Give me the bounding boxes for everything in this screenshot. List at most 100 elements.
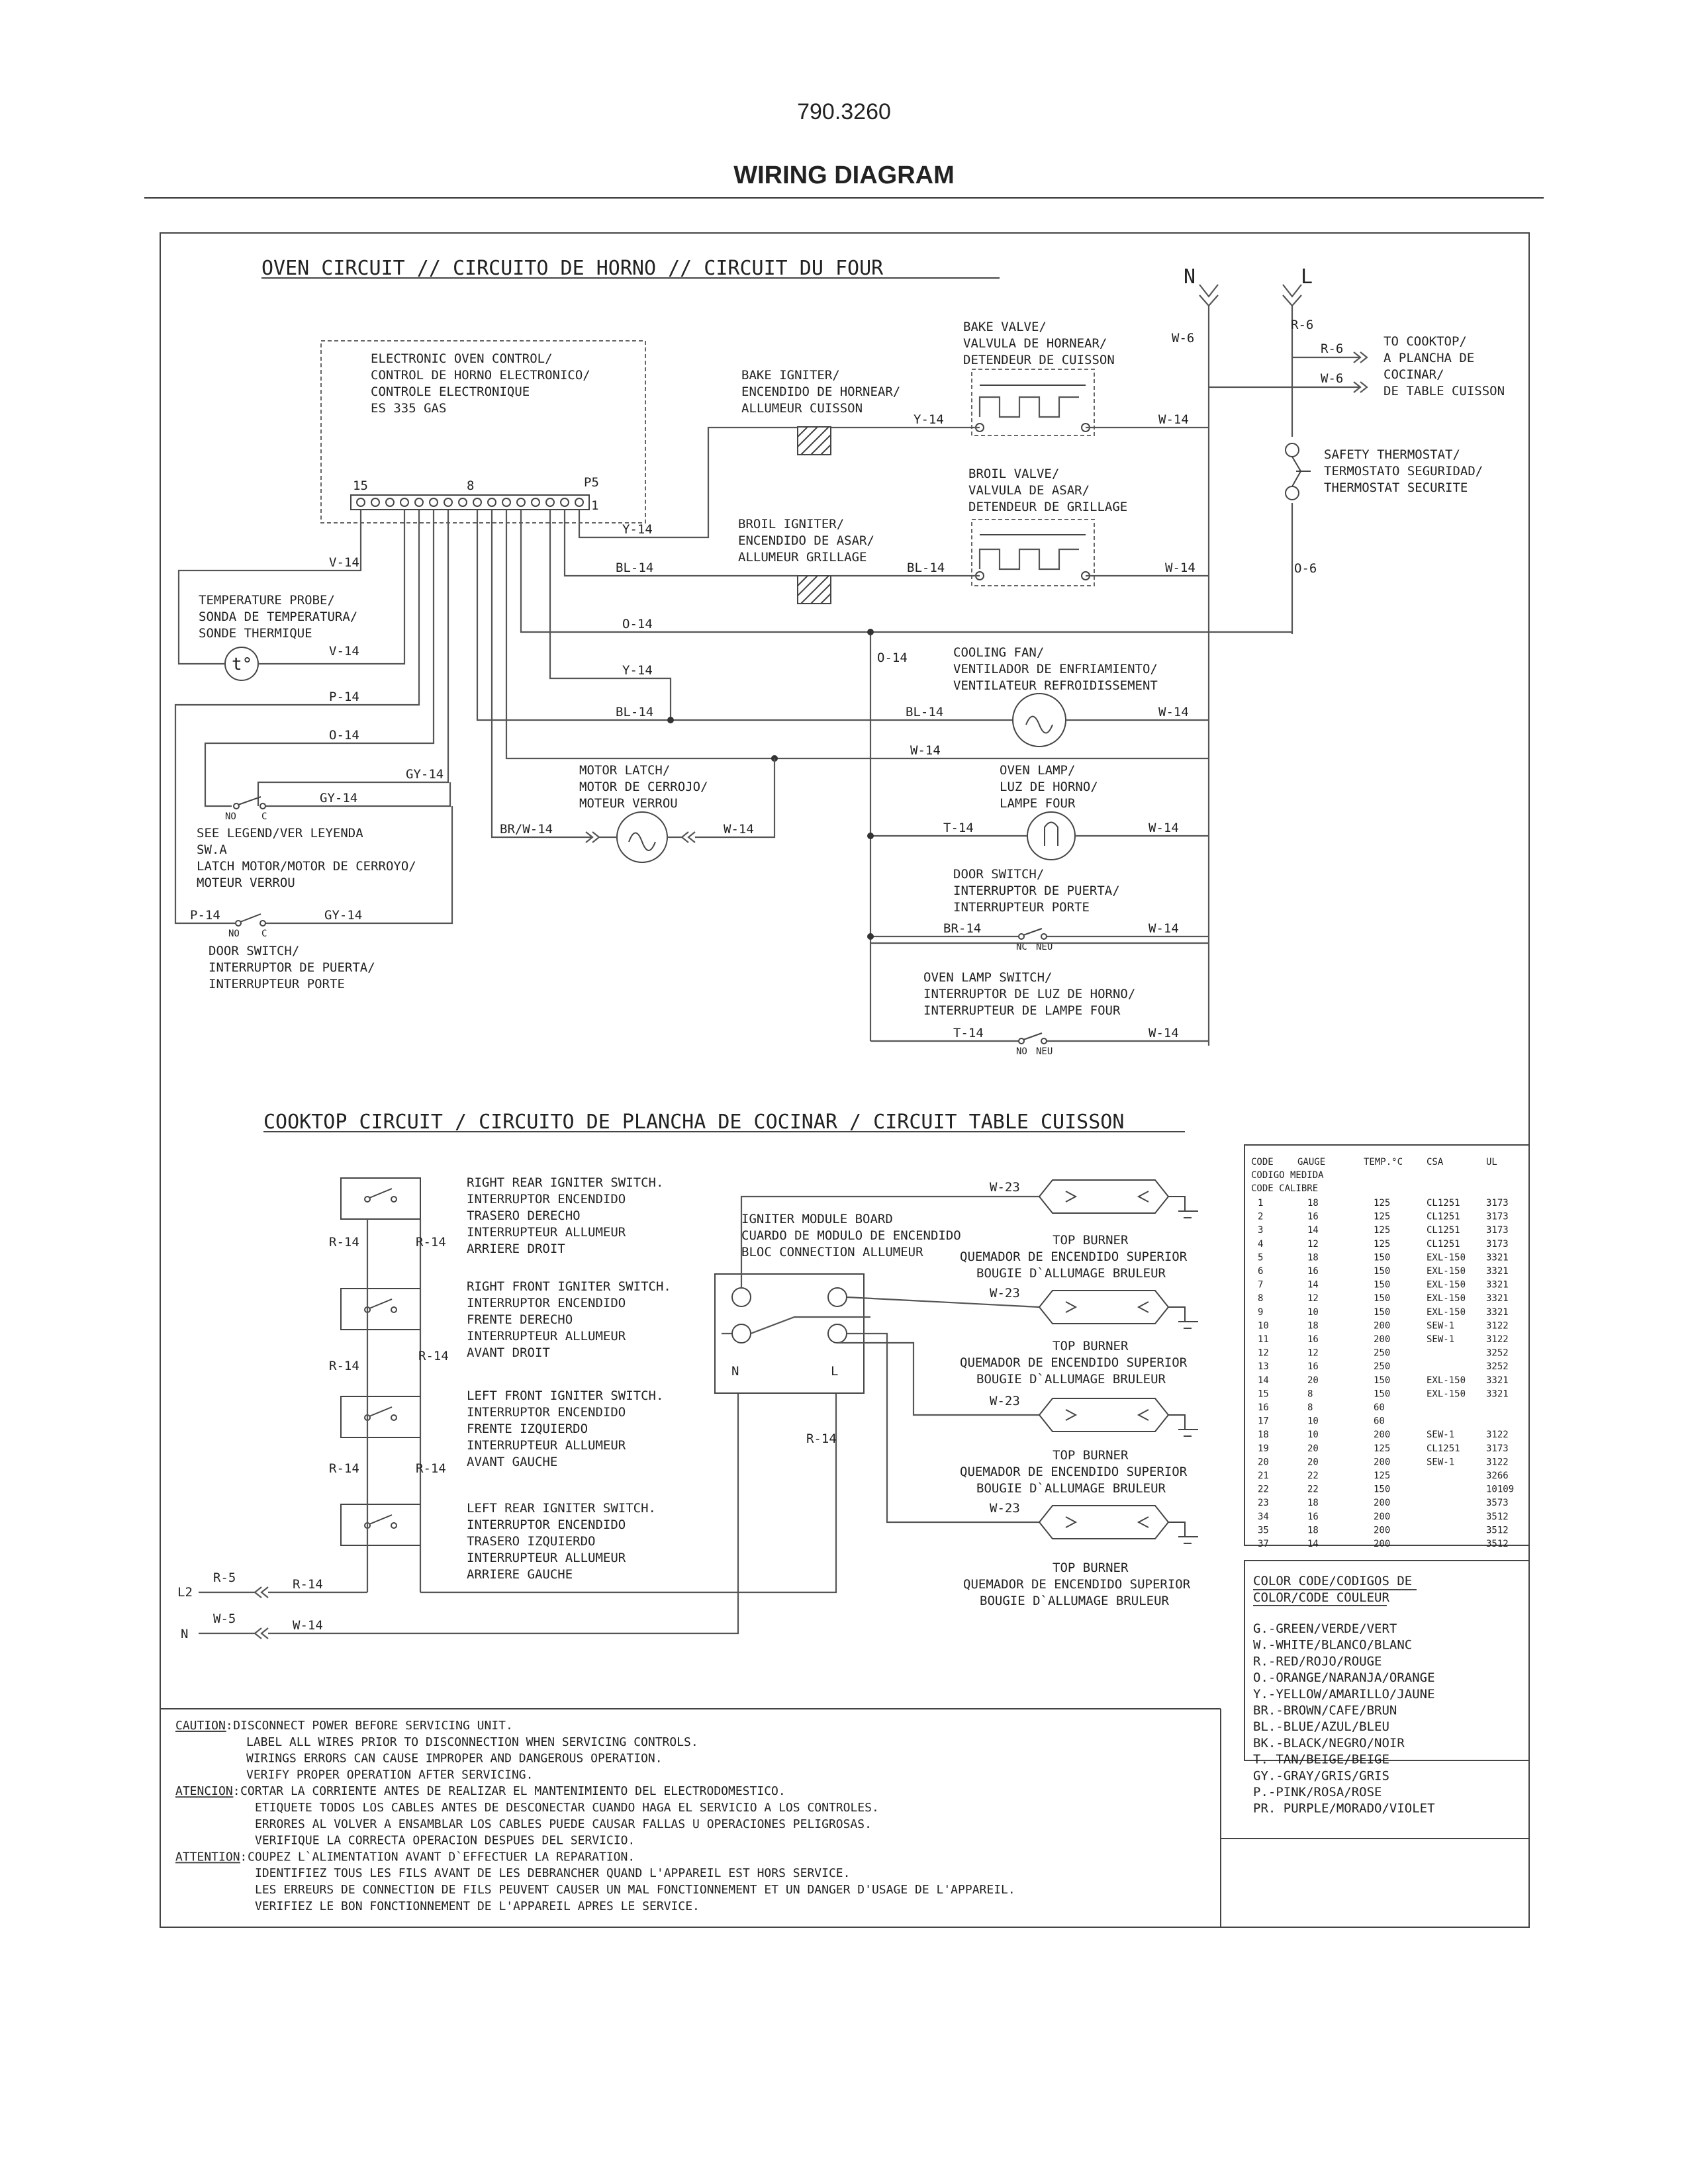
top-burner-2	[1038, 1290, 1198, 1329]
cooktop-r14-labels: R-14 R-14 R-14 R-14 R-14 R-14	[329, 1235, 449, 1476]
svg-text:SAFETY THERMOSTAT/: SAFETY THERMOSTAT/	[1324, 447, 1460, 462]
to-cooktop-label: TO COOKTOP/ A PLANCHA DE COCINAR/ DE TAB…	[1383, 334, 1505, 398]
wire-w14-door: W-14	[1149, 921, 1179, 936]
gauge-table-cell: 200	[1374, 1512, 1390, 1522]
door-switch-right: NC NEU	[1016, 928, 1053, 952]
svg-text:UL: UL	[1486, 1157, 1497, 1167]
color-code-item: PR. PURPLE/MORADO/VIOLET	[1253, 1801, 1435, 1816]
gauge-table-cell: 18	[1307, 1252, 1319, 1263]
svg-text:QUEMADOR DE ENCENDIDO SUPERIOR: QUEMADOR DE ENCENDIDO SUPERIOR	[960, 1465, 1188, 1479]
oven-lamp-symbol	[1027, 811, 1076, 860]
svg-text:TRASERO IZQUIERDO: TRASERO IZQUIERDO	[467, 1534, 595, 1549]
gauge-table-cell: 18	[1307, 1525, 1319, 1535]
control-to-l-o14	[520, 510, 1292, 633]
gauge-table-cell: 125	[1374, 1198, 1390, 1208]
cooktop-circuit-heading: COOKTOP CIRCUIT / CIRCUITO DE PLANCHA DE…	[263, 1111, 1124, 1134]
gauge-table-cell: 18	[1307, 1498, 1319, 1508]
color-code-item: G.-GREEN/VERDE/VERT	[1253, 1621, 1397, 1636]
broil-igniter-hatch	[797, 575, 831, 604]
color-code-item: T. TAN/BEIGE/BEIGE	[1253, 1752, 1389, 1767]
svg-text:NO: NO	[228, 929, 240, 939]
svg-text:IGNITER MODULE BOARD: IGNITER MODULE BOARD	[741, 1212, 893, 1226]
wire-r14-module: R-14	[806, 1432, 837, 1446]
wire-bl14-broil: BL-14	[907, 561, 945, 575]
connector-strip	[350, 494, 590, 510]
gauge-table-cell: 200	[1374, 1457, 1390, 1467]
svg-text:CODE: CODE	[1251, 1157, 1274, 1167]
bake-valve-coil	[978, 396, 1079, 418]
svg-text:QUEMADOR DE ENCENDIDO SUPERIOR: QUEMADOR DE ENCENDIDO SUPERIOR	[963, 1577, 1191, 1592]
gauge-table-cell: 10109	[1486, 1484, 1514, 1495]
gauge-table-cell: 125	[1374, 1225, 1390, 1236]
svg-text:TOP BURNER: TOP BURNER	[1053, 1561, 1129, 1575]
svg-text:DETENDEUR DE CUISSON: DETENDEUR DE CUISSON	[963, 353, 1115, 367]
wire-o14-left-label: O-14	[329, 728, 359, 743]
svg-text:TRASERO DERECHO: TRASERO DERECHO	[467, 1208, 581, 1223]
caution-text: CAUTION:DISCONNECT POWER BEFORE SERVICIN…	[175, 1719, 1015, 1913]
svg-text:INTERRUPTOR ENCENDIDO: INTERRUPTOR ENCENDIDO	[467, 1296, 626, 1310]
svg-text:MOTEUR VERROU: MOTEUR VERROU	[197, 876, 295, 890]
svg-text:TOP BURNER: TOP BURNER	[1053, 1339, 1129, 1353]
gauge-table-cell: CL1251	[1427, 1443, 1460, 1454]
diagram-frame	[160, 232, 1530, 1928]
gauge-table-cell: 5	[1258, 1252, 1263, 1263]
top-burner-1-label: TOP BURNER QUEMADOR DE ENCENDIDO SUPERIO…	[960, 1233, 1188, 1281]
switch-lr-label: LEFT REAR IGNITER SWITCH. INTERRUPTOR EN…	[467, 1501, 656, 1582]
bake-igniter-symbol	[797, 426, 831, 455]
svg-text:SW.A: SW.A	[197, 842, 227, 857]
svg-text:ARRIERE DROIT: ARRIERE DROIT	[467, 1242, 565, 1256]
gauge-table-cell: 150	[1374, 1388, 1390, 1399]
gauge-table-cell: EXL-150	[1427, 1388, 1466, 1399]
svg-text:BAKE VALVE/: BAKE VALVE/	[963, 320, 1047, 334]
broil-valve-label: BROIL VALVE/ VALVULA DE ASAR/ DETENDEUR …	[968, 467, 1127, 514]
safety-thermostat-label: SAFETY THERMOSTAT/ TERMOSTATO SEGURIDAD/…	[1324, 447, 1483, 495]
svg-text:MOTEUR VERROU: MOTEUR VERROU	[579, 796, 678, 811]
module-to-burner-3	[837, 1342, 1039, 1416]
svg-text:ENCENDIDO DE HORNEAR/: ENCENDIDO DE HORNEAR/	[741, 385, 900, 399]
gauge-table-header: CODE GAUGE TEMP.°C CSA UL CODIGO MEDIDA …	[1251, 1157, 1497, 1194]
gauge-table-cell: 150	[1374, 1375, 1390, 1386]
module-l-label: L	[831, 1364, 838, 1379]
gauge-table-cell: SEW-1	[1427, 1334, 1454, 1345]
module-n-label: N	[731, 1364, 739, 1379]
gauge-table-cell: 60	[1374, 1402, 1385, 1413]
gauge-table-cell: SEW-1	[1427, 1430, 1454, 1440]
igniter-switch-rr	[340, 1177, 421, 1220]
color-code-item: BR.-BROWN/CAFE/BRUN	[1253, 1704, 1397, 1718]
bake-valve-box	[971, 369, 1095, 436]
cooktop-w23-labels: W-23 W-23 W-23 W-23	[990, 1180, 1020, 1516]
svg-text:NEU: NEU	[1036, 1046, 1053, 1057]
gauge-table-cell: 3321	[1486, 1307, 1509, 1318]
gauge-table-cell: 14	[1307, 1280, 1319, 1291]
oven-control-label: ELECTRONIC OVEN CONTROL/ CONTROL DE HORN…	[371, 351, 590, 416]
wire-w14-lamp: W-14	[1149, 821, 1179, 835]
junction-lamp	[867, 833, 874, 839]
neutral-label: N	[1184, 265, 1196, 289]
gauge-table-cell: 18	[1307, 1320, 1319, 1331]
wire-p14-left	[174, 510, 420, 925]
wire-w14-mid-label: W-14	[910, 743, 941, 758]
probe-wire-v14-lower	[258, 510, 406, 665]
wire-bl14-fan-right-label: BL-14	[906, 705, 943, 719]
gauge-table-cell: 3321	[1486, 1293, 1509, 1304]
color-code-item: GY.-GRAY/GRIS/GRIS	[1253, 1768, 1389, 1783]
svg-text:ENCENDIDO DE ASAR/: ENCENDIDO DE ASAR/	[738, 533, 874, 548]
wire-o6: O-6	[1294, 561, 1317, 576]
gauge-table-cell: 200	[1374, 1430, 1390, 1440]
gauge-table-cell: 200	[1374, 1498, 1390, 1508]
broil-igniter-symbol	[797, 575, 831, 604]
svg-text:INTERRUPTEUR DE LAMPE FOUR: INTERRUPTEUR DE LAMPE FOUR	[923, 1003, 1121, 1018]
svg-text:CODIGO MEDIDA: CODIGO MEDIDA	[1251, 1170, 1324, 1181]
svg-text:INTERRUPTEUR ALLUMEUR: INTERRUPTEUR ALLUMEUR	[467, 1551, 626, 1565]
module-to-burner-4	[847, 1332, 1039, 1524]
svg-text:INTERRUPTEUR PORTE: INTERRUPTEUR PORTE	[953, 900, 1090, 915]
gauge-table-cell: 150	[1374, 1266, 1390, 1277]
module-internal	[722, 1316, 870, 1335]
caution-line: VERIFIQUE LA CORRECTA OPERACION DESPUES …	[255, 1834, 635, 1848]
gauge-table-cell: 14	[1307, 1225, 1319, 1236]
gauge-table-cell: 3173	[1486, 1225, 1509, 1236]
pin-1-label: 1	[591, 498, 598, 513]
wire-o14-right-label: O-14	[877, 651, 908, 665]
color-code-item: O.-ORANGE/NARANJA/ORANGE	[1253, 1670, 1435, 1685]
color-code-item: P.-PINK/ROSA/ROSE	[1253, 1785, 1382, 1799]
